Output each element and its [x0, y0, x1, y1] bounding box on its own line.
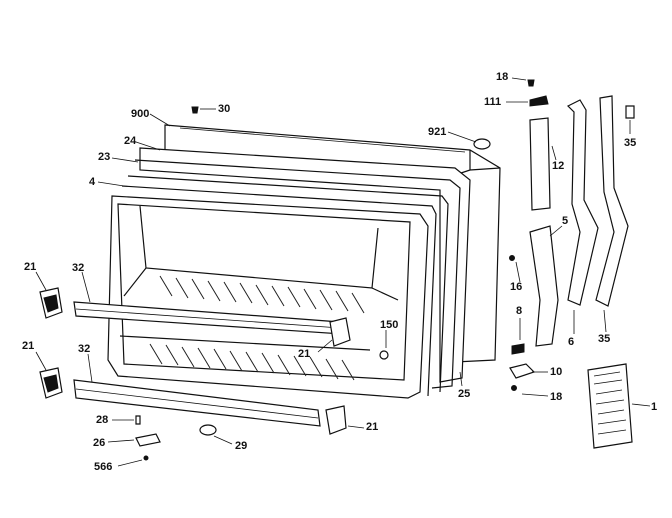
callout-18-top: 18: [496, 71, 509, 83]
callout-21-mid: 21: [298, 348, 311, 360]
callout-921: 921: [428, 126, 447, 138]
callout-18-bottom: 18: [550, 391, 563, 403]
callout-21-bottom: 21: [366, 421, 379, 433]
callout-8: 8: [516, 305, 523, 317]
screws: [191, 79, 535, 391]
end-caps: [39, 287, 351, 435]
callout-111: 111: [484, 96, 502, 108]
callout-32-upper: 32: [72, 262, 85, 274]
callout-900: 900: [131, 108, 150, 120]
callout-4: 4: [89, 176, 96, 188]
callout-23: 23: [98, 151, 111, 163]
callout-24: 24: [124, 135, 137, 147]
callout-10: 10: [550, 366, 563, 378]
door-gasket-frames: [121, 147, 471, 397]
callout-35-bottom: 35: [598, 333, 611, 345]
callout-30: 30: [218, 103, 231, 115]
callout-21-lower: 21: [22, 340, 35, 352]
callout-32-lower: 32: [78, 343, 91, 355]
callout-25: 25: [458, 388, 471, 400]
hinge-assembly: [509, 95, 635, 379]
lower-shelf-ribs: [119, 335, 371, 381]
upper-shelf-ribs: [159, 275, 365, 314]
door-liner: [107, 195, 429, 399]
callout-29: 29: [235, 440, 248, 452]
bottom-small-parts: [135, 415, 217, 461]
callout-566: 566: [94, 461, 113, 473]
leader-lines: [35, 77, 651, 467]
callout-1: 1: [651, 401, 658, 413]
callout-28: 28: [96, 414, 109, 426]
callout-5: 5: [562, 215, 569, 227]
lower-shelf-bar: [73, 379, 321, 427]
callout-21-upper: 21: [24, 261, 37, 273]
callout-12: 12: [552, 160, 565, 172]
callout-150: 150: [380, 319, 399, 331]
callout-26: 26: [93, 437, 106, 449]
callout-6: 6: [568, 336, 575, 348]
callout-16: 16: [510, 281, 523, 293]
callout-35-top: 35: [624, 137, 637, 149]
instruction-booklet: [587, 363, 633, 449]
